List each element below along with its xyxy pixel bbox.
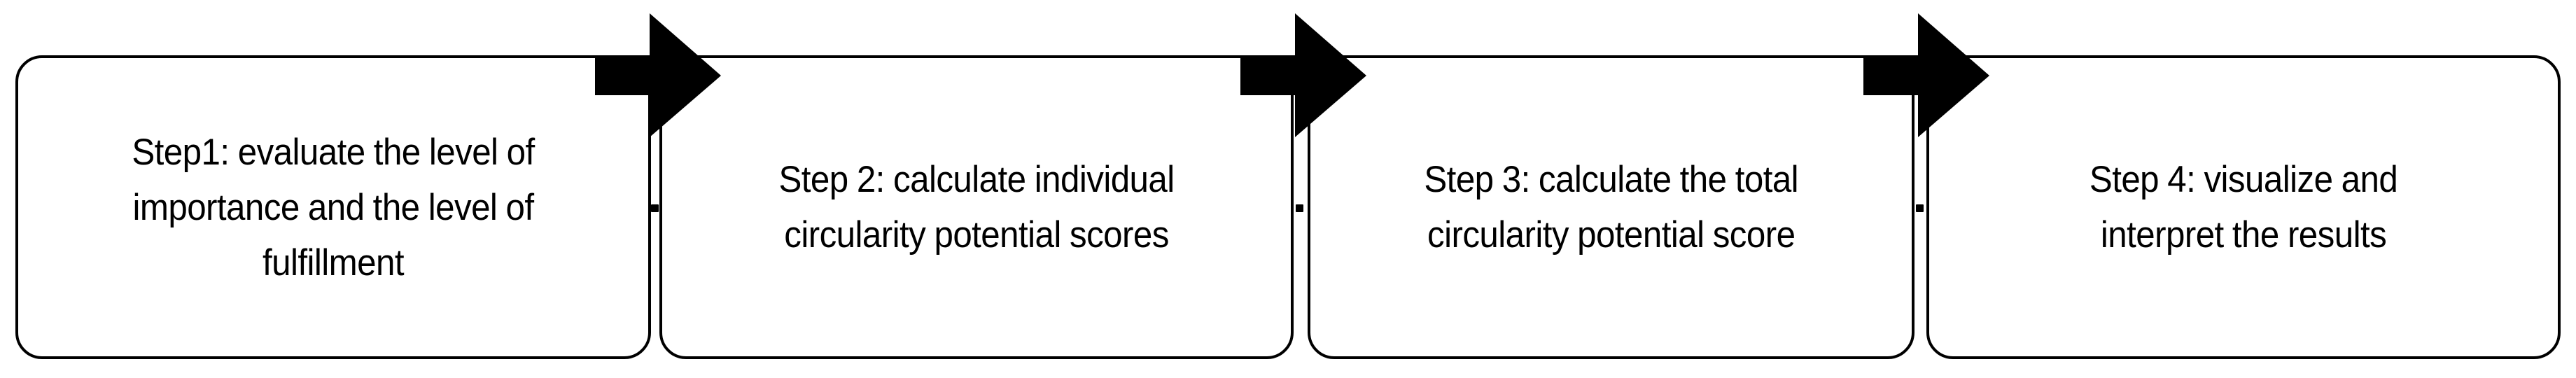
process-step-2-label: Step 2: calculate individual circularity… xyxy=(778,159,1175,255)
process-step-1[interactable]: Step1: evaluate the level of importance … xyxy=(15,55,651,359)
process-step-1-label: Step1: evaluate the level of importance … xyxy=(132,131,535,284)
process-step-4[interactable]: Step 4: visualize and interpret the resu… xyxy=(1926,55,2561,359)
connection-point-3 xyxy=(1916,204,1924,212)
connection-point-1 xyxy=(651,204,659,212)
process-step-2[interactable]: Step 2: calculate individual circularity… xyxy=(659,55,1294,359)
connection-point-2 xyxy=(1296,204,1303,212)
process-step-4-label: Step 4: visualize and interpret the resu… xyxy=(2089,159,2398,255)
process-step-3-label: Step 3: calculate the total circularity … xyxy=(1424,159,1798,255)
process-step-3[interactable]: Step 3: calculate the total circularity … xyxy=(1308,55,1914,359)
